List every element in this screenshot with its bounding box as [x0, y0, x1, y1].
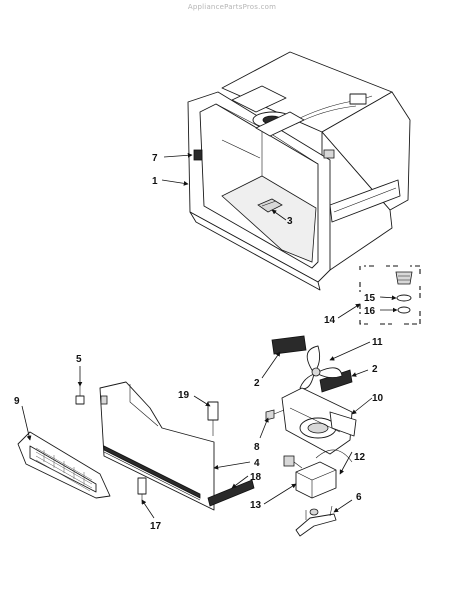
callout-2-left: 2	[254, 378, 260, 389]
lower-access-panel	[99, 381, 215, 511]
callout-8: 8	[254, 442, 260, 453]
seal-strip	[207, 479, 255, 507]
callout-7: 7	[152, 153, 158, 164]
callout-1: 1	[152, 176, 158, 187]
callout-2-right: 2	[372, 364, 378, 375]
callout-11: 11	[372, 337, 383, 348]
callout-10: 10	[372, 393, 384, 404]
watermark: AppliancePartsPros.com	[187, 3, 277, 11]
callout-4: 4	[254, 458, 260, 469]
fan-motor	[283, 449, 353, 499]
callout-15: 15	[364, 293, 376, 304]
fan-housing	[281, 387, 357, 455]
fan-blade	[299, 345, 343, 390]
callout-9: 9	[14, 396, 20, 407]
callout-labels: 7 1 3 14 15 16 2 11 2 10 5 9 19 4 18 17 …	[14, 153, 384, 532]
callout-3: 3	[287, 216, 293, 227]
callout-14: 14	[324, 315, 336, 326]
callout-6: 6	[356, 492, 362, 503]
callout-13: 13	[250, 500, 262, 511]
grille	[17, 431, 111, 499]
foam-pad-left	[271, 335, 307, 355]
callout-19: 19	[178, 390, 190, 401]
clip	[137, 477, 147, 504]
callout-16: 16	[364, 306, 376, 317]
thermistor	[207, 401, 219, 436]
leader-lines	[21, 152, 398, 519]
callout-18: 18	[250, 472, 262, 483]
freezer-liner-housing	[187, 51, 411, 291]
screw-5	[75, 386, 85, 405]
callout-17: 17	[150, 521, 162, 532]
callout-12: 12	[354, 452, 366, 463]
callout-5: 5	[76, 354, 82, 365]
screw-8	[265, 409, 285, 421]
grommet-assembly-box	[359, 265, 421, 325]
motor-bracket	[295, 505, 337, 537]
